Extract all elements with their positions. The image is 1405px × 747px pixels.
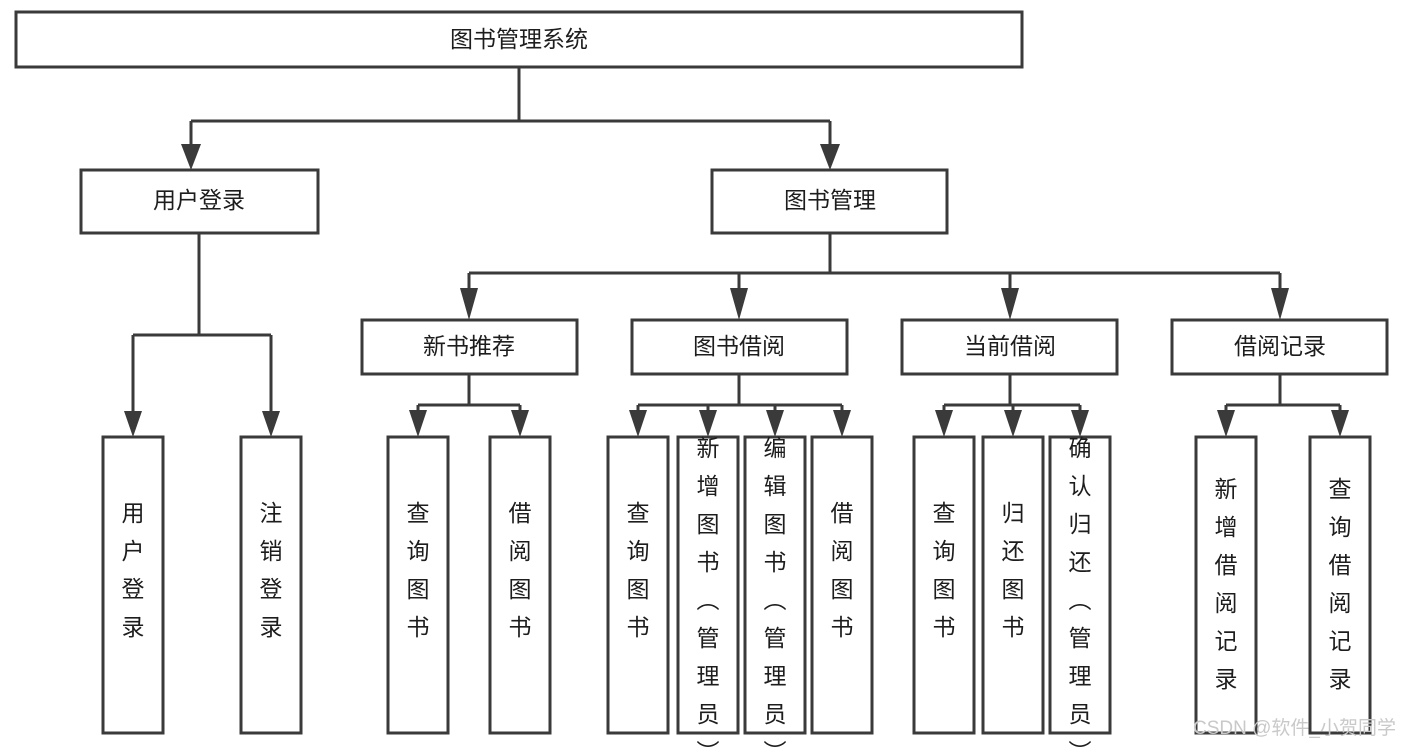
arrow-head-icon — [124, 411, 142, 437]
node-label: 归还图书 — [1002, 500, 1025, 640]
node-book-management[interactable]: 图书管理 — [710, 168, 949, 235]
arrow-head-icon — [511, 410, 529, 437]
arrow-head-icon — [1331, 410, 1349, 437]
node-label: 图书管理 — [784, 187, 876, 213]
node-label: 确认归还︵管理员︶ — [1069, 435, 1092, 747]
connector-bookmgmt-to-level3 — [460, 233, 1289, 320]
arrow-head-icon — [766, 410, 784, 437]
node-leaf-query-book-recommend[interactable]: 查询图书 — [386, 435, 450, 735]
connector-currentborrow-to-leaves — [935, 374, 1089, 437]
node-leaf-query-book-borrow[interactable]: 查询图书 — [606, 435, 670, 735]
node-user-login[interactable]: 用户登录 — [79, 168, 320, 235]
connector-newbook-to-leaves — [409, 374, 529, 437]
node-label: 查询借阅记录 — [1329, 476, 1352, 692]
arrow-head-icon — [181, 144, 201, 170]
node-label: 图书管理系统 — [450, 26, 588, 52]
node-leaf-add-book-admin[interactable]: 新增图书︵管理员︶ — [676, 435, 740, 747]
node-label: 查询图书 — [627, 500, 650, 640]
node-label: 注销登录 — [260, 500, 283, 640]
arrow-head-icon — [262, 411, 280, 437]
node-leaf-query-borrow-record[interactable]: 查询借阅记录 — [1308, 435, 1372, 735]
arrow-head-icon — [820, 144, 840, 170]
node-label: 查询图书 — [933, 500, 956, 640]
node-leaf-query-book-current[interactable]: 查询图书 — [912, 435, 976, 735]
arrow-head-icon — [935, 410, 953, 437]
arrow-head-icon — [460, 288, 478, 320]
node-leaf-return-book[interactable]: 归还图书 — [981, 435, 1045, 735]
arrow-head-icon — [1217, 410, 1235, 437]
connector-root-to-level2 — [181, 67, 840, 170]
arrow-head-icon — [409, 410, 427, 437]
node-label: 图书借阅 — [693, 333, 785, 359]
connector-borrowrecord-to-leaves — [1217, 374, 1349, 437]
node-label: 查询图书 — [407, 500, 430, 640]
node-label: 借阅记录 — [1234, 333, 1326, 359]
arrow-head-icon — [730, 288, 748, 320]
node-label: 当前借阅 — [964, 333, 1056, 359]
node-leaf-user-login[interactable]: 用户登录 — [101, 435, 165, 735]
arrow-head-icon — [1071, 410, 1089, 437]
node-new-book-recommendation[interactable]: 新书推荐 — [360, 318, 579, 376]
node-leaf-add-borrow-record[interactable]: 新增借阅记录 — [1194, 435, 1258, 735]
node-label: 新增图书︵管理员︶ — [697, 435, 720, 747]
node-label: 新增借阅记录 — [1215, 476, 1238, 692]
node-label: 借阅图书 — [831, 500, 854, 640]
node-root-book-management-system[interactable]: 图书管理系统 — [14, 10, 1024, 69]
arrow-head-icon — [629, 410, 647, 437]
node-leaf-confirm-return-admin[interactable]: 确认归还︵管理员︶ — [1048, 435, 1112, 747]
node-label: 用户登录 — [153, 187, 245, 213]
arrow-head-icon — [699, 410, 717, 437]
node-label: 借阅图书 — [509, 500, 532, 640]
node-current-borrow[interactable]: 当前借阅 — [900, 318, 1119, 376]
node-label: 编辑图书︵管理员︶ — [764, 435, 787, 747]
node-leaf-logout[interactable]: 注销登录 — [239, 435, 303, 735]
arrow-head-icon — [1004, 410, 1022, 437]
node-leaf-edit-book-admin[interactable]: 编辑图书︵管理员︶ — [743, 435, 807, 747]
node-leaf-borrow-book[interactable]: 借阅图书 — [810, 435, 874, 735]
node-borrow-record[interactable]: 借阅记录 — [1170, 318, 1389, 376]
node-book-borrow[interactable]: 图书借阅 — [630, 318, 849, 376]
connector-bookborrow-to-leaves — [629, 374, 851, 437]
watermark-text: CSDN @软件_小贺同学 — [1193, 717, 1396, 739]
node-leaf-borrow-book-recommend[interactable]: 借阅图书 — [488, 435, 552, 735]
arrow-head-icon — [1271, 288, 1289, 320]
arrow-head-icon — [1001, 288, 1019, 320]
node-label: 新书推荐 — [423, 333, 515, 359]
connector-userlogin-to-leaves — [124, 233, 280, 437]
node-label: 用户登录 — [122, 500, 145, 640]
arrow-head-icon — [833, 410, 851, 437]
